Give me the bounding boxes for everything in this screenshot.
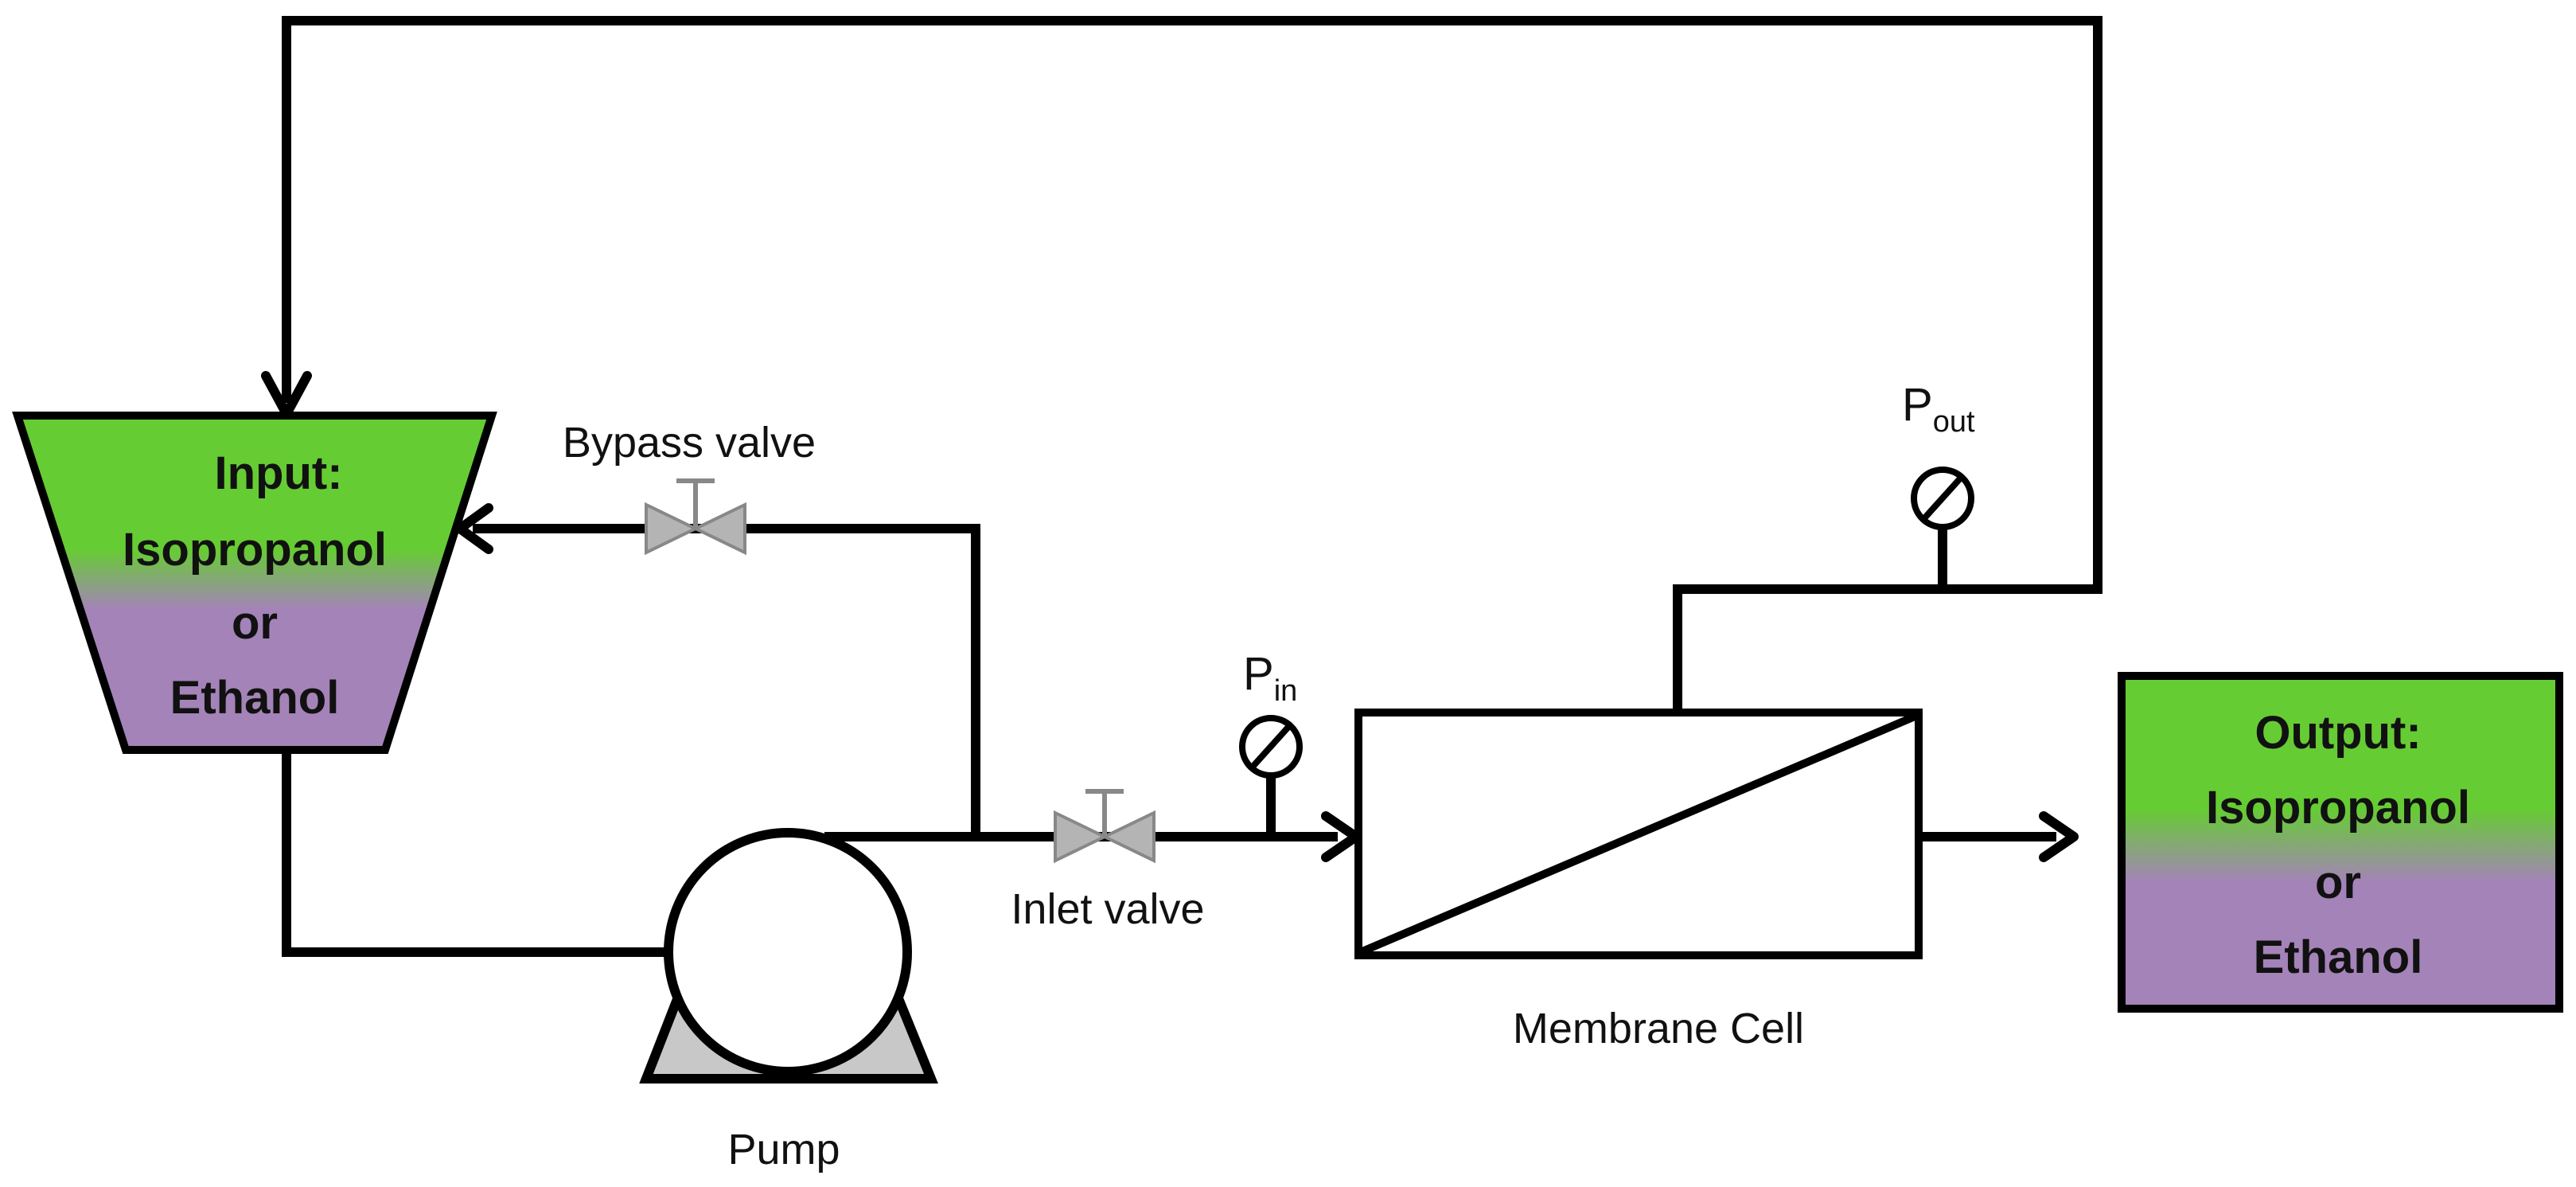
p-in-sub: in (1274, 674, 1298, 708)
bypass-valve-icon (645, 478, 746, 556)
p-in-label: Pin (1243, 648, 1297, 708)
output-box-line-4: Ethanol (2254, 931, 2423, 983)
p-out-gauge-icon (1911, 467, 1974, 530)
arrow-to-output (2039, 811, 2079, 862)
output-box-labels: Output: Isopropanol or Ethanol (2206, 707, 2470, 983)
input-tank-line-4: Ethanol (170, 672, 340, 724)
input-tank-line-3: or (232, 597, 278, 649)
membrane-diagonal (1361, 713, 1916, 955)
output-box (2118, 672, 2563, 1013)
bypass-valve-label: Bypass valve (563, 419, 816, 467)
input-tank-line-2: Isopropanol (123, 524, 387, 576)
output-box-line-2: Isopropanol (2206, 782, 2470, 834)
inlet-valve-label: Inlet valve (1011, 885, 1204, 933)
arrow-bypass-into-tank (455, 503, 493, 554)
pump-casing (664, 828, 912, 1076)
p-out-label: Pout (1902, 379, 1975, 439)
pump-label: Pump (727, 1126, 840, 1173)
membrane-cell-label: Membrane Cell (1513, 1005, 1804, 1052)
recycle-loop-pipe (282, 16, 2102, 717)
inlet-valve-icon (1054, 789, 1155, 864)
p-out-main: P (1902, 379, 1933, 431)
p-in-gauge-icon (1239, 715, 1303, 779)
p-out-sub: out (1933, 405, 1975, 439)
membrane-cell (1354, 709, 1923, 959)
p-in-main: P (1243, 648, 1274, 700)
pump-icon (639, 828, 938, 1084)
input-tank-line-1: Input: (214, 447, 342, 499)
output-box-line-1: Output: (2254, 707, 2421, 759)
output-box-line-3: or (2315, 857, 2361, 908)
bypass-line-pipe (473, 524, 980, 841)
tank-to-pump-pipe (282, 745, 745, 957)
input-tank (12, 412, 497, 754)
input-tank-labels: Input: Isopropanol or Ethanol (123, 447, 387, 724)
